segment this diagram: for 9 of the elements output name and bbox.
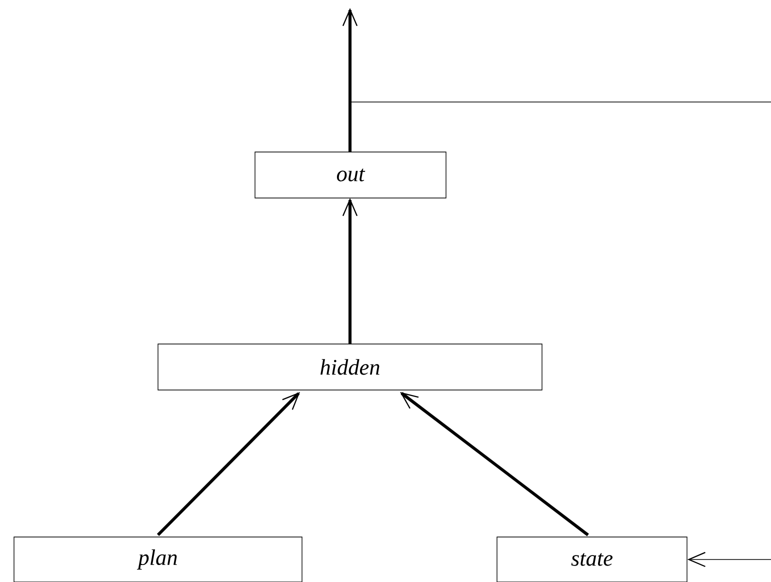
arrow [350, 102, 771, 568]
arrow [400, 392, 589, 536]
arrow [342, 198, 358, 344]
process-box: state [496, 536, 688, 582]
process-box: plan [14, 536, 302, 582]
arrow [342, 8, 358, 152]
process-box: hidden [158, 344, 542, 390]
arrow [156, 392, 300, 536]
process-box: out [254, 152, 446, 198]
